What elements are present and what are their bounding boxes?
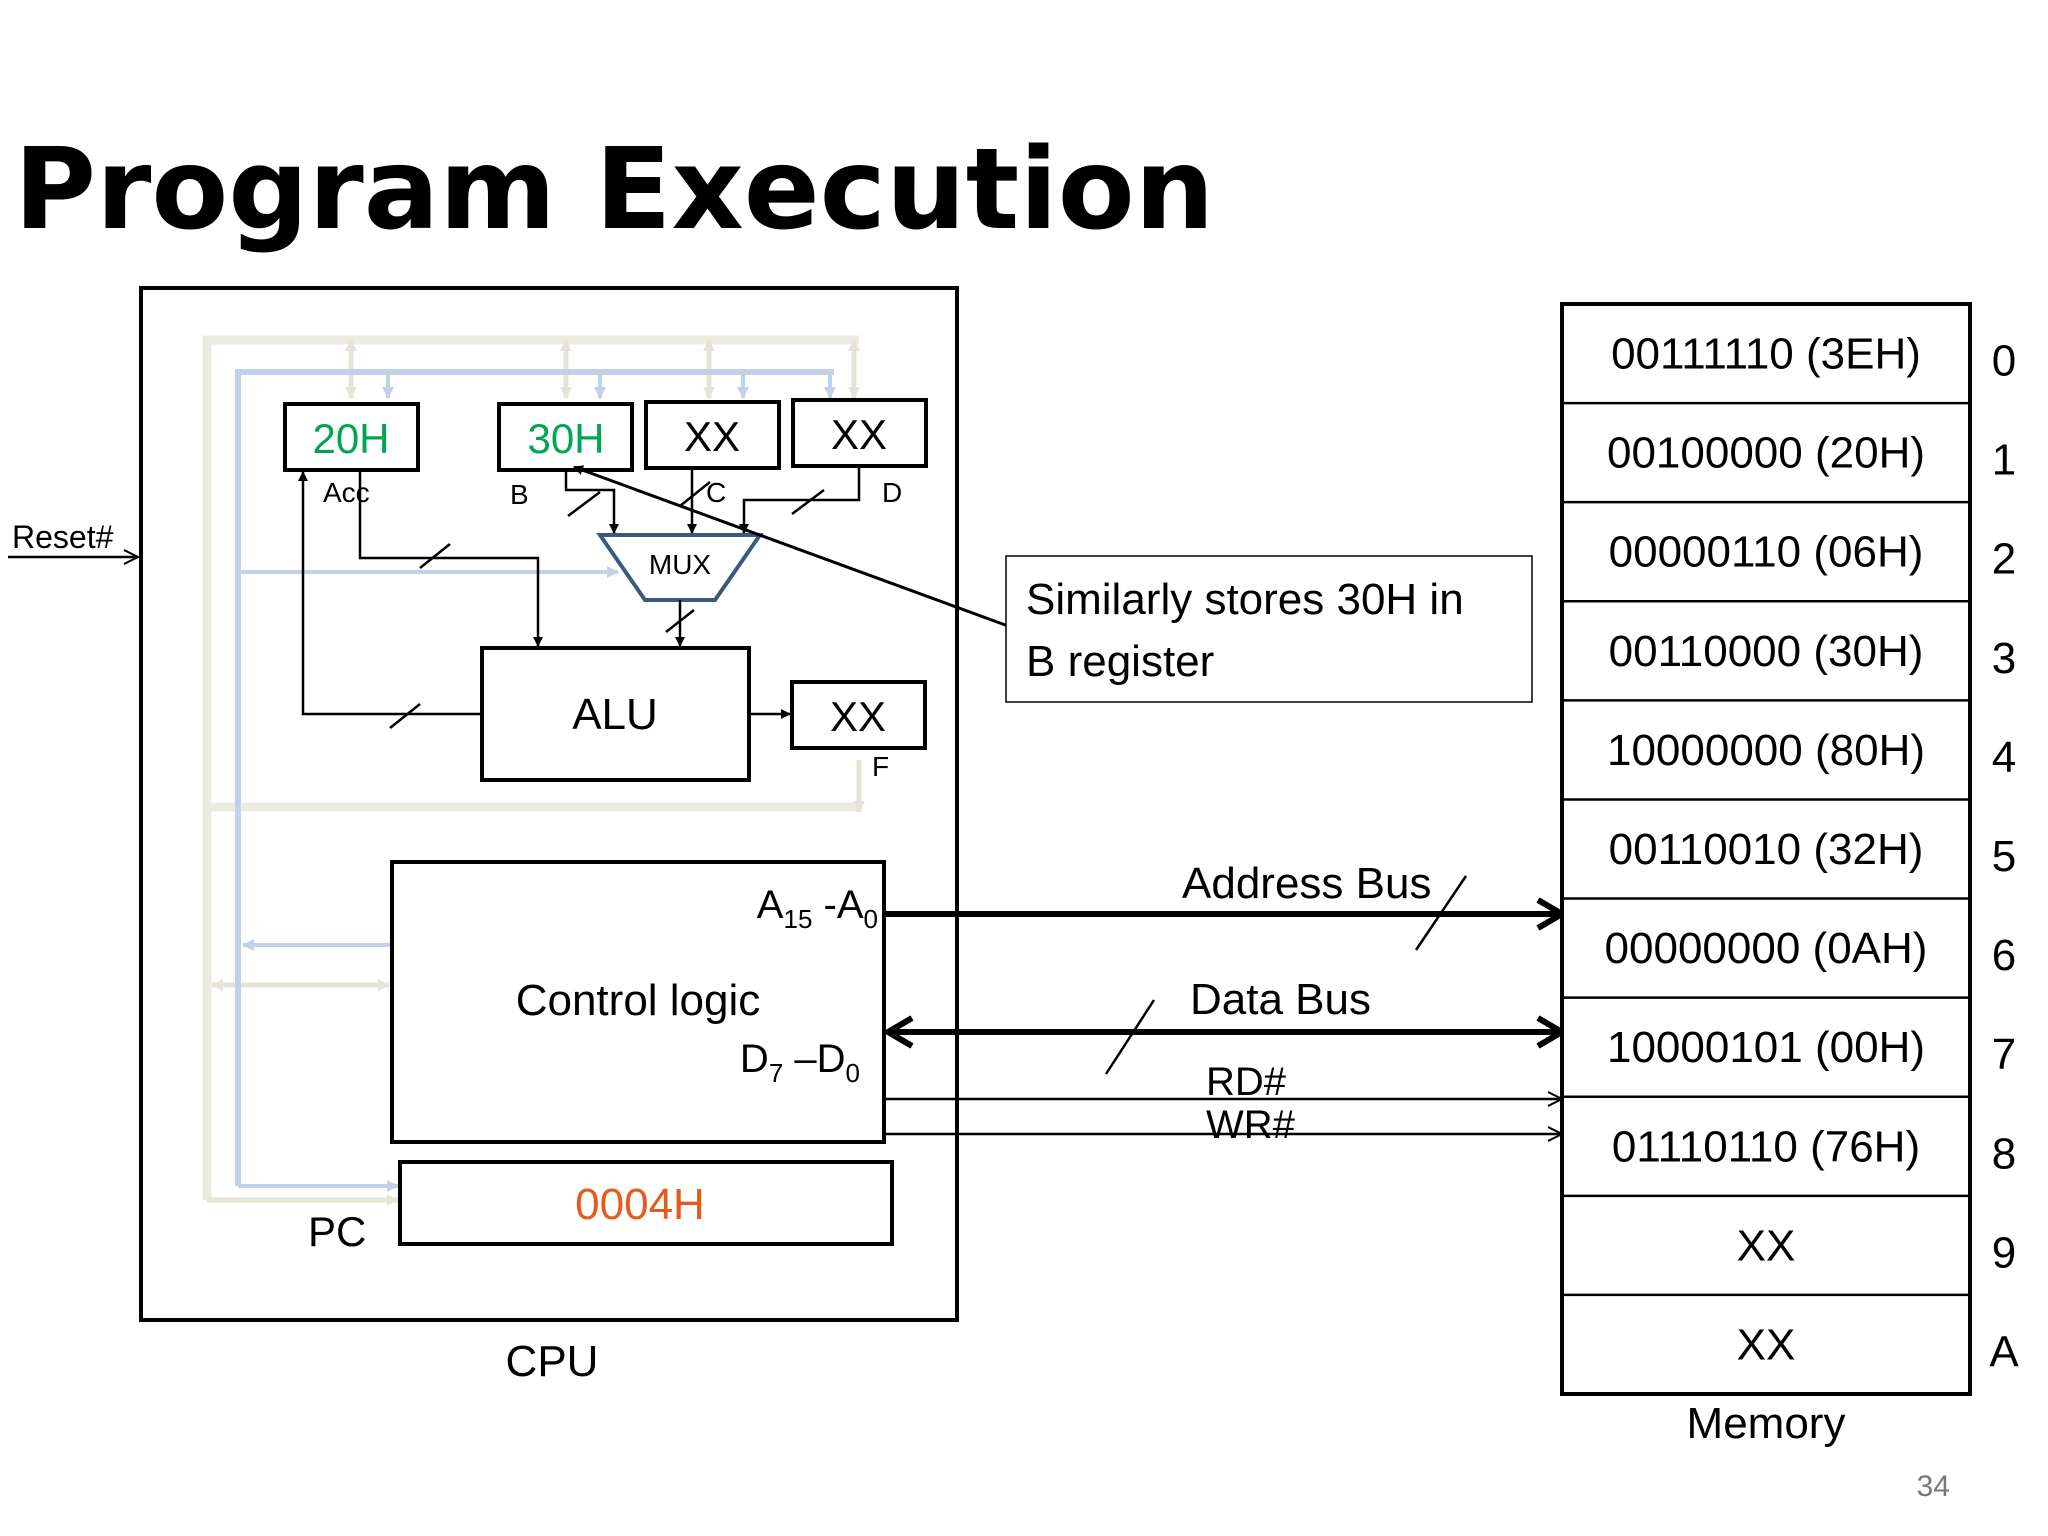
memory-cell-value: 00000000 (0AH) (1605, 924, 1928, 973)
pc-box (398, 1160, 894, 1246)
data-pins-label: D7 –D0 (740, 1037, 860, 1088)
memory-address-label: 6 (1992, 931, 2016, 980)
control-logic-box (390, 860, 886, 1144)
memory-address-label: 8 (1992, 1129, 2016, 1178)
callout-line-2: B register (1026, 637, 1214, 686)
alu-label: ALU (572, 690, 658, 739)
register-b: 30H (497, 402, 634, 472)
data-bus-slash (1104, 999, 1156, 1075)
memory-cell-value: 00111110 (3EH) (1611, 330, 1921, 379)
wr-label: WR# (1206, 1103, 1296, 1147)
rd-label: RD# (1206, 1060, 1287, 1104)
register-c: XX (644, 400, 781, 470)
register-f: XX (790, 680, 927, 750)
memory-address-label: 5 (1992, 832, 2016, 881)
memory-cell-value: 10000000 (80H) (1607, 726, 1925, 775)
cpu-label: CPU (506, 1337, 599, 1386)
memory-address-label: 3 (1992, 634, 2016, 683)
data-bus-label: Data Bus (1190, 975, 1371, 1024)
memory-address-label: 2 (1992, 535, 2016, 584)
reset-label: Reset# (12, 519, 114, 555)
memory-address-label: 1 (1992, 436, 2016, 485)
memory-cell-value: 00110010 (32H) (1609, 825, 1924, 874)
memory-box (1560, 302, 1972, 1396)
register-acc-label: Acc (323, 477, 370, 508)
register-acc: 20H (283, 402, 420, 472)
mux (596, 533, 764, 602)
memory-cell-value: 01110110 (76H) (1612, 1122, 1920, 1171)
internal-bus-beige (202, 335, 859, 1200)
memory-address-label: 4 (1992, 733, 2016, 782)
internal-bus-beige-branches (207, 339, 865, 1206)
register-c-label: C (706, 477, 726, 508)
internal-bus-blue-branches (238, 372, 836, 1192)
register-b-label: B (510, 479, 529, 510)
memory-cells: 00111110 (3EH) 0 00100000 (20H) 1 00000110 (… (1562, 330, 2019, 1376)
internal-bus-blue (235, 369, 834, 1186)
slide-title: Program Execution (14, 125, 1214, 255)
memory-cell-value: 00100000 (20H) (1607, 429, 1925, 478)
page-number: 34 (1917, 1470, 1950, 1503)
address-pins-label: A15 -A0 (757, 883, 878, 934)
pc-label: PC (308, 1208, 366, 1255)
pc-value: 0004H (575, 1180, 705, 1229)
alu (480, 646, 751, 782)
mux-label: MUX (649, 549, 712, 580)
callout-box (1005, 555, 1533, 703)
memory-cell-value: 00000110 (06H) (1609, 528, 1924, 577)
memory-address-label: 7 (1992, 1030, 2016, 1079)
datapath-wires (298, 466, 861, 729)
callout-pointer (573, 465, 1009, 628)
register-b-value: 30H (527, 415, 604, 462)
memory-address-label: 9 (1992, 1228, 2016, 1277)
memory-cell-value: XX (1737, 1221, 1796, 1270)
cpu-box (139, 286, 959, 1322)
register-d-label: D (882, 477, 902, 508)
register-d-value: XX (831, 411, 887, 458)
memory-cell-value: 00110000 (30H) (1609, 627, 1924, 676)
register-c-value: XX (684, 413, 740, 460)
memory-address-label: A (1989, 1327, 2019, 1376)
callout-line-1: Similarly stores 30H in (1026, 575, 1464, 624)
memory-label: Memory (1687, 1399, 1846, 1448)
address-bus-slash (1414, 875, 1468, 951)
memory-cell-value: 10000101 (00H) (1607, 1023, 1925, 1072)
memory-cell-value: XX (1737, 1320, 1796, 1369)
register-f-label: F (872, 751, 889, 782)
register-d: XX (791, 398, 928, 468)
register-f-value: XX (830, 693, 886, 740)
register-acc-value: 20H (312, 415, 389, 462)
memory-address-label: 0 (1992, 337, 2016, 386)
address-bus-label: Address Bus (1182, 859, 1431, 908)
control-logic-label: Control logic (516, 976, 761, 1025)
